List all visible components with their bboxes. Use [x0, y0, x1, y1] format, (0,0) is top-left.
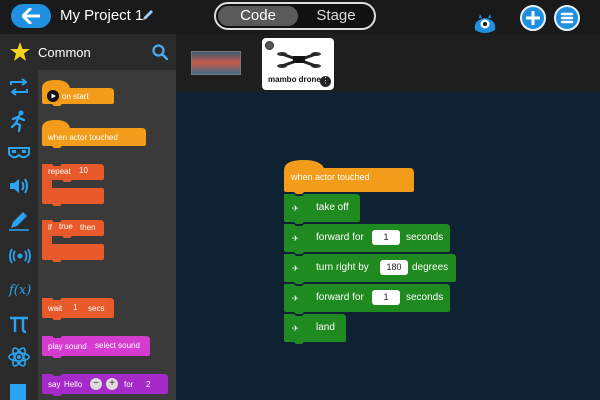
drone-icon: ✈: [292, 324, 299, 333]
select-sound-dropdown[interactable]: select sound: [92, 341, 143, 350]
category-title: Common: [38, 45, 91, 60]
palette-block-value[interactable]: 2: [146, 380, 151, 389]
star-icon: [10, 42, 30, 61]
script-block-label: take off: [316, 202, 349, 213]
script-block-unit: seconds: [406, 292, 444, 303]
category-icon-column: f(x): [0, 70, 38, 400]
forward-duration-input[interactable]: 1: [372, 290, 400, 305]
actor-thumbnail-mambo-drone[interactable]: mambo drone ⋮: [262, 38, 334, 90]
menu-button[interactable]: [554, 5, 580, 31]
tab-stage[interactable]: Stage: [316, 7, 356, 24]
plus-icon[interactable]: +: [106, 378, 118, 390]
drone-icon: ✈: [292, 294, 299, 303]
monster-mascot-icon[interactable]: [471, 12, 499, 36]
sensing-icon[interactable]: [8, 382, 28, 400]
play-icon: [47, 90, 59, 102]
palette-block-extra: for: [124, 380, 134, 389]
actor-indicator-dot: [265, 41, 274, 50]
drone-icon: ✈: [292, 204, 299, 213]
actor-strip: mambo drone ⋮: [176, 34, 600, 92]
palette-block-suffix: then: [80, 223, 96, 232]
broadcast-icon[interactable]: [8, 248, 32, 264]
block-sidebar: Common f(x): [0, 34, 176, 400]
minus-icon[interactable]: −: [90, 378, 102, 390]
sound-icon[interactable]: [8, 177, 30, 195]
drone-icon: ✈: [292, 234, 299, 243]
search-icon[interactable]: [152, 44, 168, 60]
script-block-label: forward for: [316, 292, 364, 303]
turn-angle-input[interactable]: 180: [380, 260, 408, 275]
pi-icon[interactable]: [8, 314, 30, 334]
svg-text:f(x): f(x): [8, 283, 31, 298]
palette-block-value[interactable]: 1: [70, 303, 81, 312]
repeat-icon[interactable]: [8, 78, 30, 96]
palette-block-label: on start: [62, 92, 89, 101]
palette-block-label: say: [48, 380, 61, 389]
tab-code[interactable]: Code: [218, 6, 298, 26]
script-block-unit: seconds: [406, 232, 444, 243]
atom-icon[interactable]: [8, 346, 30, 368]
drone-icon: [277, 52, 321, 68]
background-thumbnail[interactable]: [191, 51, 241, 75]
palette-block-label: play sound: [48, 342, 87, 351]
back-button[interactable]: [11, 4, 51, 28]
pencil-icon[interactable]: [141, 8, 155, 22]
category-header[interactable]: Common: [0, 34, 176, 70]
plus-icon: [526, 11, 540, 25]
function-icon[interactable]: f(x): [8, 280, 32, 298]
script-block-label: turn right by: [316, 262, 369, 273]
palette-block-suffix: secs: [88, 304, 105, 313]
code-stage-toggle: Code Stage: [214, 2, 376, 30]
actor-run-icon[interactable]: [8, 110, 30, 132]
script-block-label: forward for: [316, 232, 364, 243]
palette-block-value[interactable]: 10: [76, 166, 91, 175]
palette-block-label: repeat: [48, 167, 71, 176]
script-block-unit: degrees: [412, 262, 449, 273]
palette-block-label: when actor touched: [48, 133, 118, 142]
mask-icon[interactable]: [8, 146, 30, 162]
top-bar: My Project 1 Code Stage: [0, 0, 600, 34]
actor-name: mambo drone: [268, 75, 321, 84]
arrow-left-icon: [22, 8, 40, 24]
script-block-label: land: [316, 322, 335, 333]
palette-block-label: wait: [48, 304, 63, 313]
block-palette: on start when actor touched repeat 10 if…: [38, 70, 176, 400]
more-options-icon[interactable]: ⋮: [320, 76, 331, 87]
palette-block-value[interactable]: true: [56, 222, 76, 231]
forward-duration-input[interactable]: 1: [372, 230, 400, 245]
palette-block-label: if: [48, 223, 52, 232]
drone-icon: ✈: [292, 264, 299, 273]
project-title[interactable]: My Project 1: [60, 7, 144, 24]
palette-block-value[interactable]: Hello: [64, 380, 83, 389]
script-hat-label: when actor touched: [291, 172, 370, 182]
pen-icon[interactable]: [8, 211, 30, 231]
add-button[interactable]: [520, 5, 546, 31]
hamburger-menu-icon: [560, 12, 574, 24]
